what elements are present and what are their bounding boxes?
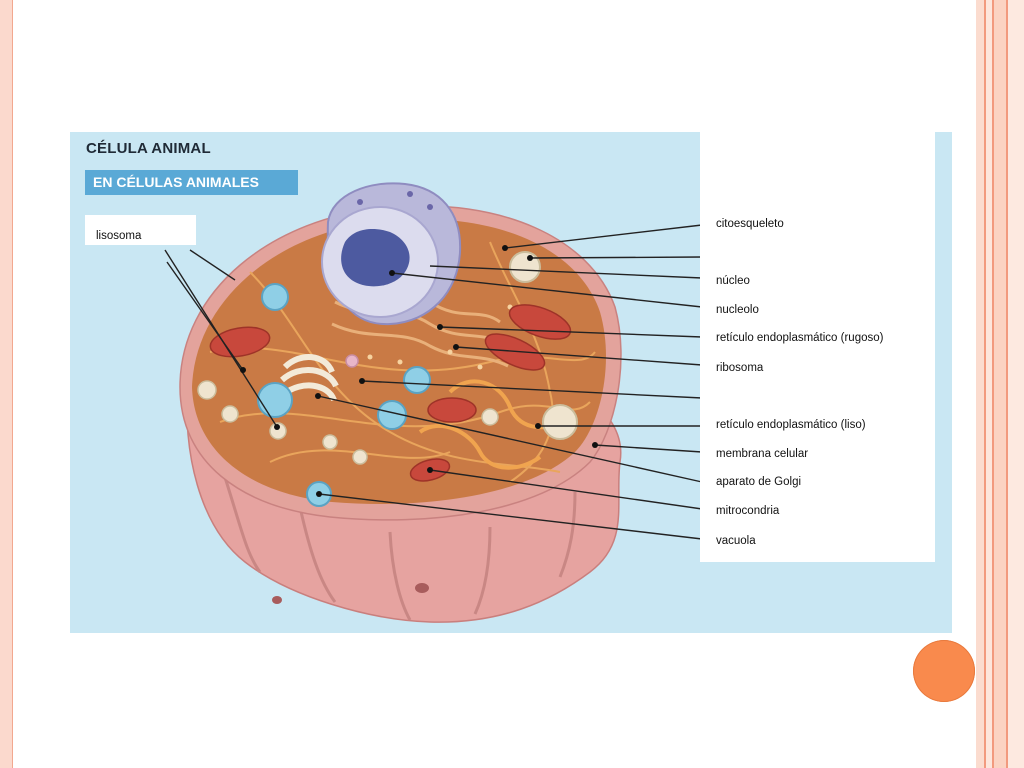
animal-cell-illustration [164,182,703,623]
label-aparato-golgi: aparato de Golgi [716,476,802,488]
label-membrana-celular: membrana celular [716,448,809,460]
subtitle-banner: EN CÉLULAS ANIMALES [85,170,298,195]
label-ribosoma: ribosoma [716,362,764,374]
label-vacuola: vacuola [716,535,756,547]
label-lisosoma: lisosoma [96,230,142,242]
label-nucleo: núcleo [716,275,750,287]
figure-title: CÉLULA ANIMAL [86,140,211,157]
right-decor-stripes [976,0,1024,768]
label-reticulo-liso: retículo endoplasmático (liso) [716,419,866,431]
label-citoesqueleto: citoesqueleto [716,218,784,230]
subtitle-text: EN CÉLULAS ANIMALES [93,174,259,190]
label-panel [700,132,935,562]
label-nucleolo: nucleolo [716,304,759,316]
animal-cell-figure: CÉLULA ANIMAL EN CÉLULAS ANIMALES lisoso… [70,132,952,633]
orange-circle-decor [913,640,975,702]
lisosoma-label-box: lisosoma [85,215,196,245]
left-decor-stripe [0,0,13,768]
label-reticulo-rugoso: retículo endoplasmático (rugoso) [716,332,884,344]
label-mitrocondria: mitrocondria [716,505,780,517]
